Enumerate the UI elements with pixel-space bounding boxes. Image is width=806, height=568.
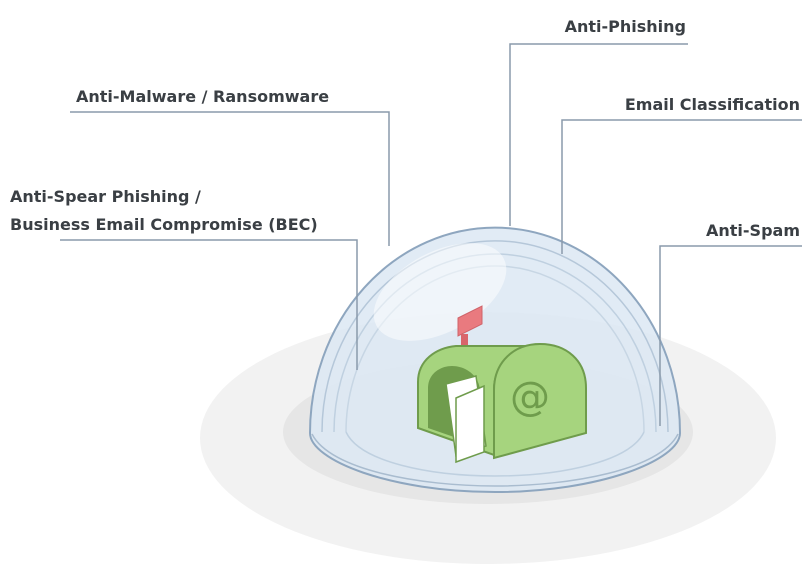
label-email-classification: Email Classification — [624, 95, 800, 114]
label-anti-spam: Anti-Spam — [706, 221, 800, 240]
mailbox-door — [455, 384, 485, 464]
label-anti-spear-line1: Anti-Spear Phishing / — [10, 187, 201, 206]
dome-inner-floor — [345, 431, 645, 477]
mailbox-flag-pole — [461, 334, 468, 352]
leader-email-classification — [561, 119, 802, 254]
dome-rim — [311, 433, 679, 487]
dome-layer-1 — [321, 240, 669, 433]
leader-anti-malware — [70, 111, 390, 246]
leader-anti-spear — [60, 239, 358, 370]
leader-anti-spam — [659, 245, 802, 426]
mailbox-flag — [457, 305, 483, 337]
mailbox-at-symbol: @ — [510, 374, 550, 420]
label-anti-phishing: Anti-Phishing — [564, 17, 686, 36]
mailbox-front — [493, 342, 587, 460]
label-anti-malware: Anti-Malware / Ransomware — [76, 87, 330, 106]
leader-anti-phishing — [509, 43, 688, 226]
label-anti-spear-line2: Business Email Compromise (BEC) — [10, 215, 318, 234]
